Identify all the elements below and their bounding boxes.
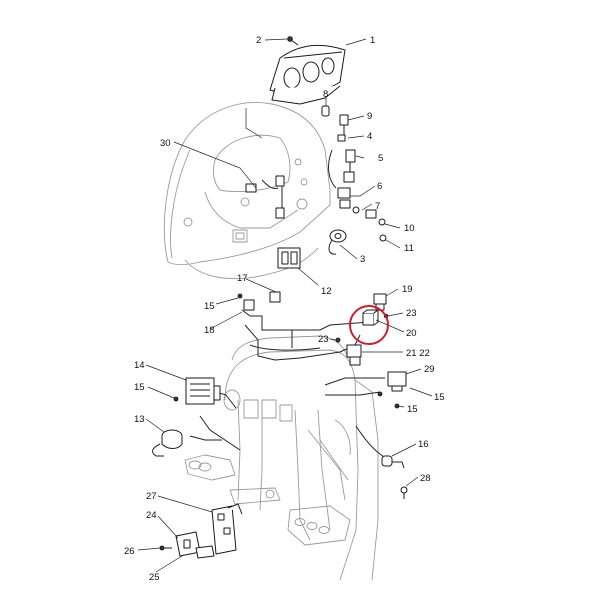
callout-15b: 15: [134, 382, 145, 393]
bolt-part-28: [400, 486, 408, 499]
switches-column: [321, 105, 387, 242]
floor-chassis: [184, 335, 379, 581]
relay-part-12: [277, 247, 301, 269]
callout-15c: 15: [434, 392, 445, 403]
highlight-circle: [349, 305, 389, 345]
callout-27: 27: [146, 491, 157, 502]
callout-10: 10: [404, 223, 415, 234]
callout-3: 3: [360, 254, 365, 265]
instrument-cluster: [269, 44, 346, 105]
callout-28: 28: [420, 473, 431, 484]
callout-6: 6: [377, 181, 382, 192]
leader-lines: [137, 38, 433, 573]
callout-labels: 1 2 3 4 5 6 7 8 9 10 11 12 13 14 15 15 1…: [124, 35, 445, 583]
screw-part-2: [287, 36, 299, 46]
callout-14: 14: [134, 360, 145, 371]
relay-part-17: [269, 291, 281, 303]
callout-9: 9: [367, 111, 372, 122]
callout-12: 12: [321, 286, 332, 297]
callout-7: 7: [375, 201, 380, 212]
flasher-part-13: [152, 429, 183, 457]
callout-18: 18: [204, 325, 215, 336]
relay-part-20: [362, 309, 379, 326]
callout-21-22: 21 22: [406, 348, 430, 359]
callout-26: 26: [124, 546, 135, 557]
bracket-parts-24-27: [159, 503, 243, 559]
screws-part-15: [173, 391, 400, 409]
callout-5: 5: [378, 153, 383, 164]
callout-29: 29: [424, 364, 435, 375]
callout-25: 25: [149, 572, 160, 583]
callout-15d: 15: [407, 404, 418, 415]
callout-8: 8: [323, 89, 328, 100]
callout-20: 20: [406, 328, 417, 339]
relay-part-21-22: [335, 313, 389, 366]
callout-23b: 23: [318, 334, 329, 345]
callout-23a: 23: [406, 308, 417, 319]
dashboard-housing: [163, 102, 331, 280]
callout-19: 19: [402, 284, 413, 295]
callout-15a: 15: [204, 301, 215, 312]
main-wiring-harness: [189, 309, 385, 451]
callout-24: 24: [146, 510, 157, 521]
key-switch-part-3: [328, 229, 347, 255]
callout-17: 17: [237, 273, 248, 284]
callout-13: 13: [134, 414, 145, 425]
sensor-part-16: [355, 425, 405, 469]
callout-16: 16: [418, 439, 429, 450]
callout-4: 4: [367, 131, 372, 142]
callout-11: 11: [404, 243, 414, 254]
fuse-box-part-14: [185, 377, 221, 405]
callout-2: 2: [256, 35, 261, 46]
relay-part-29: [387, 371, 407, 392]
callout-1: 1: [370, 35, 375, 46]
callout-30: 30: [160, 138, 171, 149]
relay-part-18: [237, 293, 255, 311]
